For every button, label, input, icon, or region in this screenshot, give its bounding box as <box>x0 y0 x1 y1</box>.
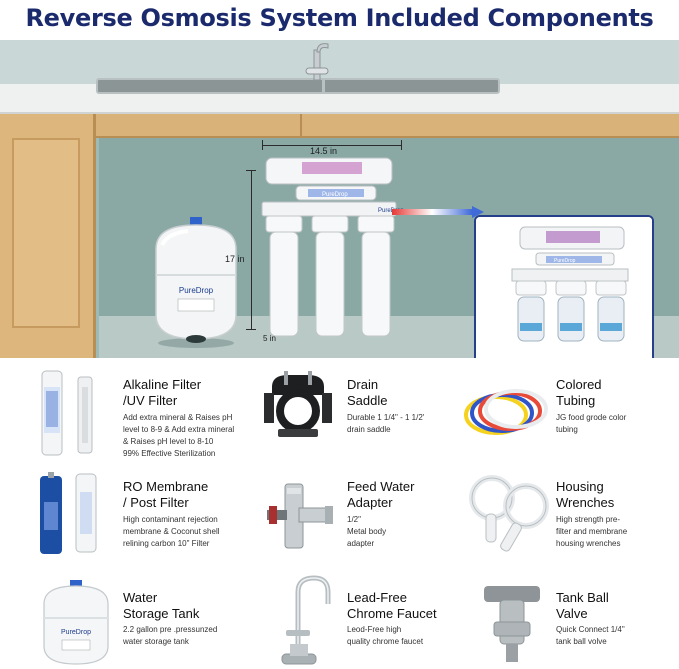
page-title: Reverse Osmosis System Included Componen… <box>25 4 654 32</box>
tank-brand: PureDrop <box>179 286 214 295</box>
component-title-alkaline-uv: Alkaline Filter/UV Filter <box>123 377 202 408</box>
ro-membrane-icon <box>40 472 97 554</box>
kitchen-faucet-icon <box>305 43 329 81</box>
membrane-brand: PureDrop <box>322 192 348 198</box>
height-dimension: 17 in <box>225 254 245 264</box>
storage-tank-brand: PureDrop <box>61 629 91 636</box>
ro-system-icon: PureDrop PureDrop <box>261 157 404 337</box>
unit-brand: PureDrop <box>378 208 404 214</box>
storage-tank-icon: PureDrop <box>155 217 237 348</box>
width-dimension-line <box>262 140 402 150</box>
water-storage-tank-icon: PureDrop <box>43 580 109 665</box>
under-sink-scene: PureDrop PureDrop PureDrop 14.5 in 17 in… <box>0 40 679 358</box>
cabinet-door <box>0 114 96 358</box>
ro-unit-closeup-icon: PureDrop <box>476 217 652 358</box>
width-dimension: 14.5 in <box>310 146 338 156</box>
component-desc-housing-wrenches: High strength pre-filter and membrane ho… <box>556 515 628 548</box>
housing-wrench-icon <box>469 475 549 552</box>
cabinet-top-rail <box>96 114 679 138</box>
feed-water-adapter-icon <box>267 483 333 549</box>
depth-dimension: 5 in <box>263 334 276 343</box>
drain-saddle-icon <box>264 371 332 437</box>
component-desc-tank-ball-valve: Quick Connect 1/4"tank ball volve <box>556 625 625 646</box>
component-title-ro-membrane: RO Membrane/ Post Filter <box>123 479 209 510</box>
tank-ball-valve-icon <box>484 586 540 662</box>
height-dimension-line <box>246 170 256 330</box>
component-desc-feed-water-adapter: 1/2"Metal body adapter <box>347 515 387 548</box>
closeup-brand: PureDrop <box>554 258 576 264</box>
unit-closeup-frame: PureDrop <box>474 215 654 358</box>
chrome-faucet-icon <box>281 575 331 665</box>
colored-tubing-icon <box>464 389 548 435</box>
component-desc-drain-saddle: Durable 1 1/4" - 1 1/2'drain saddle <box>347 413 425 434</box>
sink-basin <box>96 78 500 94</box>
detail-arrow-icon <box>392 206 484 218</box>
alkaline-uv-filter-icon <box>41 370 93 456</box>
